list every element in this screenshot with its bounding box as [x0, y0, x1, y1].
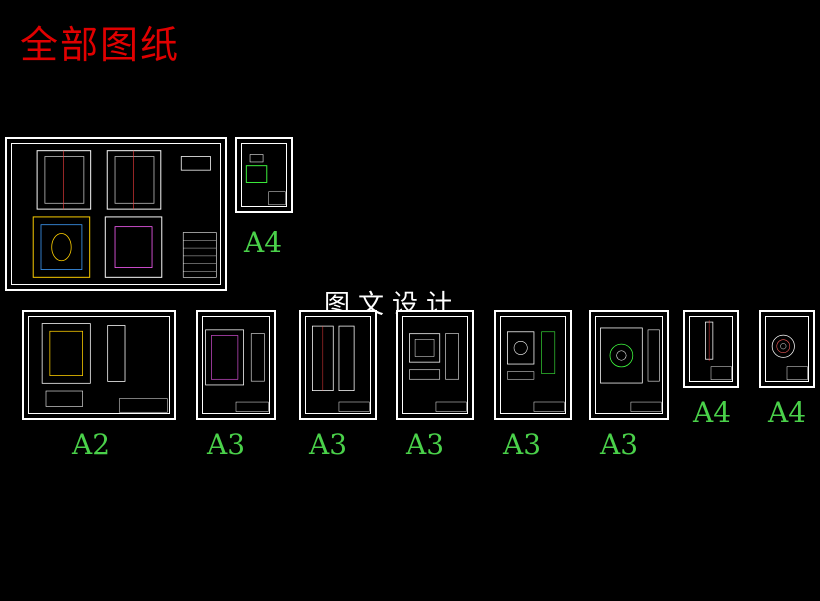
drawing-sheet-assembly[interactable] — [5, 137, 227, 291]
drawing-sheet-a3-5[interactable] — [589, 310, 669, 420]
sheet-size-label: A4 — [244, 226, 283, 259]
part-drawing-graphic — [771, 334, 808, 380]
sheet-size-label: A3 — [207, 428, 246, 461]
drawing-sheet-a3-2[interactable] — [299, 310, 377, 420]
part-drawing-graphic — [41, 323, 168, 413]
sheet-size-label: A3 — [309, 428, 348, 461]
page-title: 全部图纸 — [20, 23, 181, 67]
part-drawing-graphic — [245, 154, 286, 206]
sheet-size-label: A3 — [600, 428, 639, 461]
part-drawing-graphic — [705, 320, 732, 380]
part-drawing-graphic — [600, 327, 662, 412]
drawing-sheet-a3-4[interactable] — [494, 310, 572, 420]
drawing-sheet-a2[interactable] — [22, 310, 176, 420]
drawing-sheet-a3-1[interactable] — [196, 310, 276, 420]
part-drawing-graphic — [205, 329, 269, 412]
assembly-drawing-graphic — [32, 150, 217, 278]
part-drawing-graphic — [507, 331, 565, 412]
part-drawing-graphic — [409, 333, 467, 412]
sheet-size-label: A4 — [693, 396, 732, 429]
sheet-size-label: A4 — [768, 396, 807, 429]
part-drawing-graphic — [312, 325, 370, 412]
drawing-sheet-a4-top[interactable] — [235, 137, 293, 213]
drawing-sheet-a3-3[interactable] — [396, 310, 474, 420]
sheet-size-label: A3 — [406, 428, 445, 461]
sheet-size-label: A3 — [503, 428, 542, 461]
drawing-sheet-a4-2[interactable] — [683, 310, 739, 388]
sheet-size-label: A2 — [72, 428, 111, 461]
drawing-sheet-a4-3[interactable] — [759, 310, 815, 388]
